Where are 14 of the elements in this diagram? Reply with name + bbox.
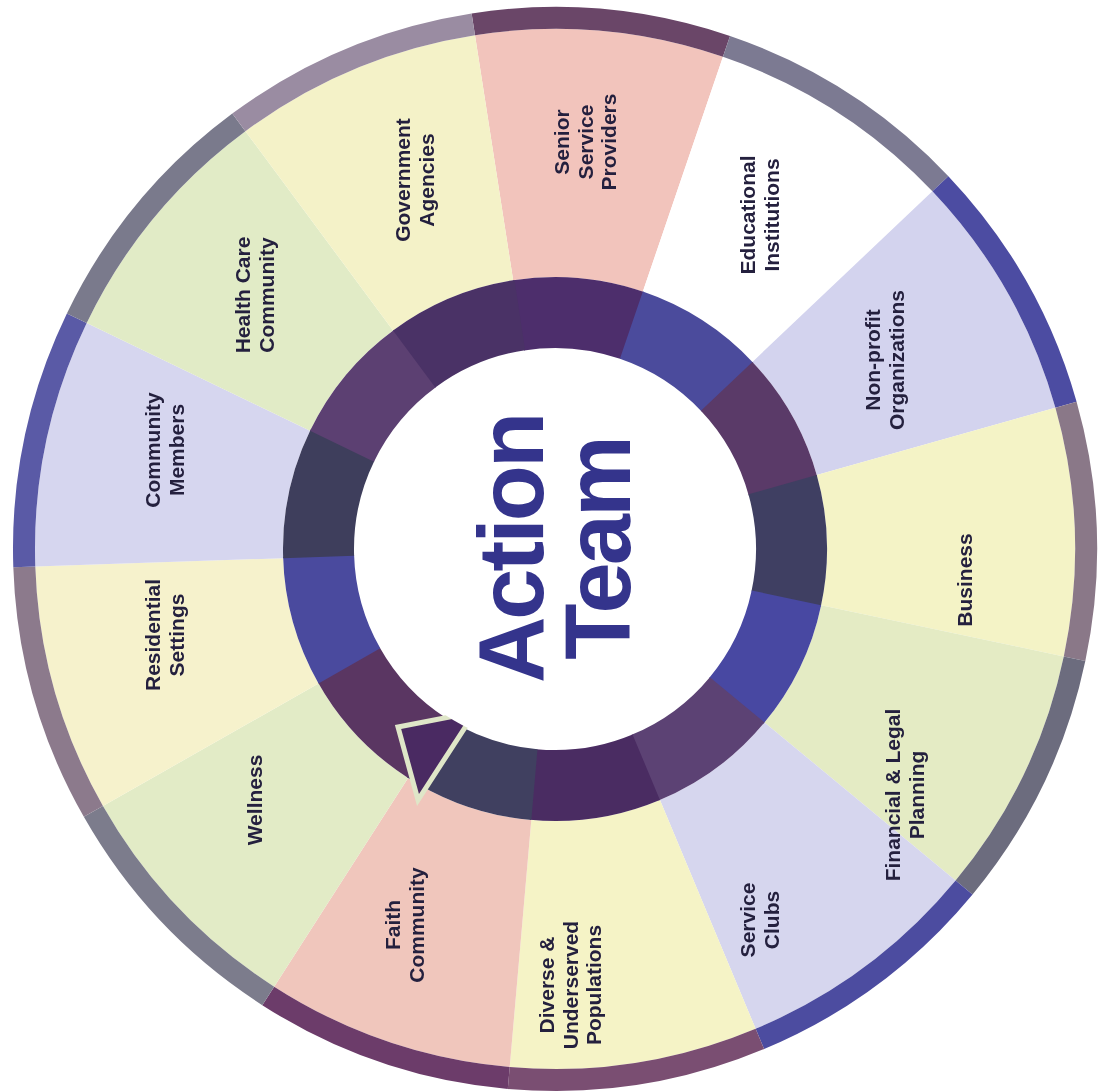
sector-label: Non-profit Organizations	[861, 265, 909, 455]
sector-label: Community Members	[141, 385, 189, 515]
sector-label: Government Agencies	[391, 115, 439, 245]
sector-label: Senior Service Providers	[549, 82, 621, 202]
sector-label: Health Care Community	[231, 220, 279, 370]
sector-label: Business	[953, 520, 977, 640]
sector-label: Faith Community	[381, 865, 429, 985]
sector-label: Service Clubs	[736, 865, 784, 975]
sector-label: Wellness	[243, 740, 267, 860]
hub-title: Action Team	[467, 413, 643, 686]
sector-label: Educational Institutions	[736, 135, 784, 295]
sector-label: Financial & Legal Planning	[881, 695, 929, 895]
sector-label: Diverse & Underserved Populations	[534, 910, 606, 1060]
sector-label: Residential Settings	[141, 570, 189, 700]
